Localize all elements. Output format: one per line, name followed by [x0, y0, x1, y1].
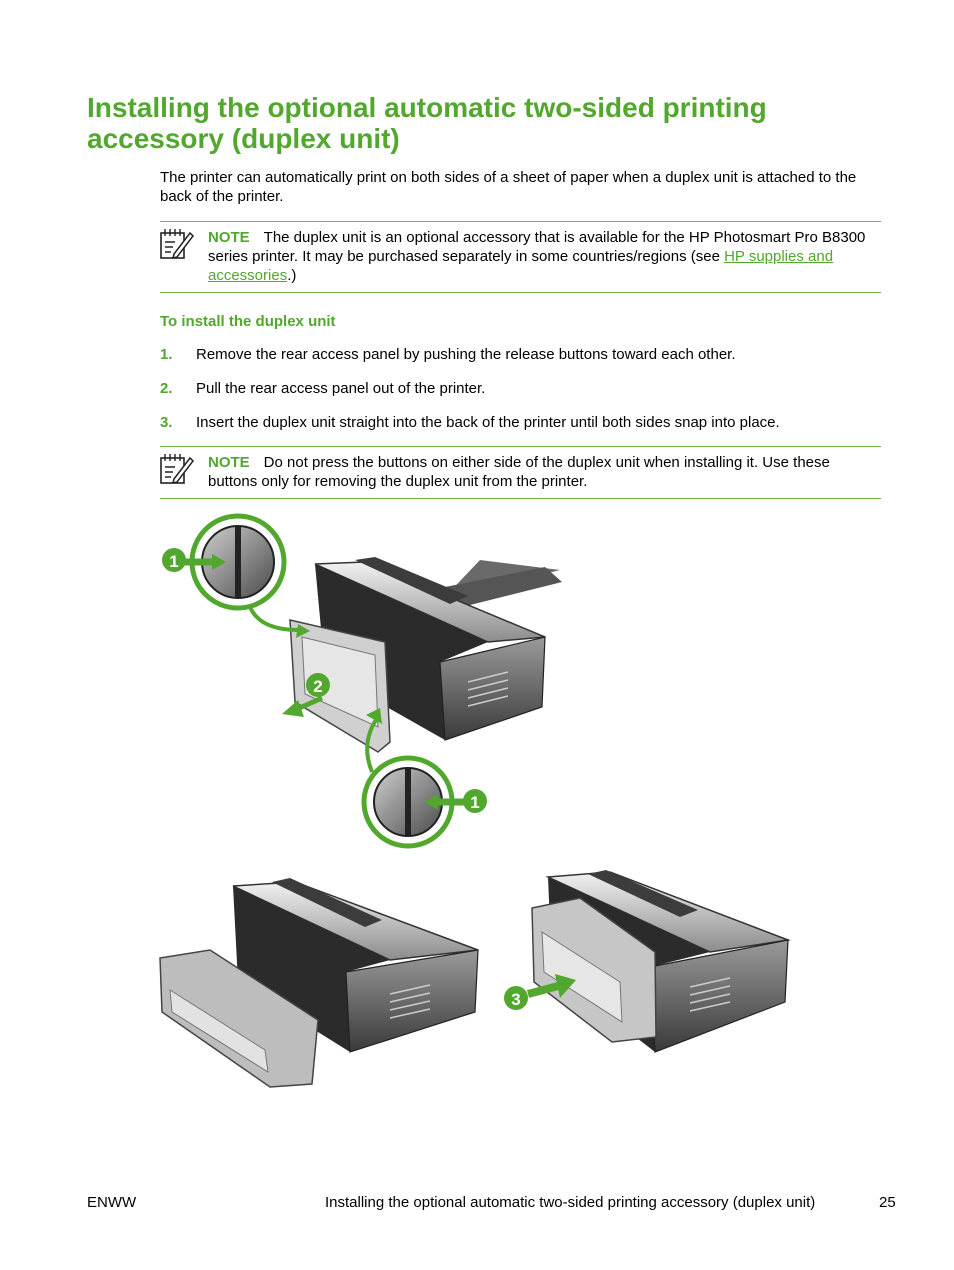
step-text: Remove the rear access panel by pushing … [196, 346, 736, 363]
step-number: 1. [160, 346, 173, 363]
step-text: Pull the rear access panel out of the pr… [196, 380, 486, 397]
steps-list: 1. Remove the rear access panel by pushi… [160, 345, 885, 447]
note-text-end: .) [287, 267, 297, 284]
footer-running-title: Installing the optional automatic two-si… [325, 1194, 816, 1211]
callout-number: 1 [169, 552, 178, 571]
release-button-zoom-top [162, 513, 310, 638]
list-item: 1. Remove the rear access panel by pushi… [160, 345, 885, 379]
release-button-zoom-bottom [361, 708, 487, 849]
note-icon [160, 229, 194, 260]
step-number: 2. [160, 380, 173, 397]
step-number: 3. [160, 414, 173, 431]
page-number: 25 [879, 1194, 896, 1211]
printer-rear-panel-removal [289, 557, 562, 753]
list-item: 3. Insert the duplex unit straight into … [160, 413, 885, 447]
printer-with-duplex-unit-installed [504, 870, 791, 1053]
note-label: NOTE [208, 454, 250, 471]
procedure-heading: To install the duplex unit [160, 313, 336, 330]
note-text: Do not press the buttons on either side … [208, 454, 830, 490]
step-text: Insert the duplex unit straight into the… [196, 414, 780, 431]
duplex-installation-illustration: 1 2 1 3 [159, 513, 791, 1088]
callout-number: 2 [313, 677, 322, 696]
note-label: NOTE [208, 229, 250, 246]
callout-number: 3 [511, 990, 520, 1009]
footer-left: ENWW [87, 1194, 137, 1211]
hp-supplies-link[interactable]: HP supplies and accessories [208, 248, 834, 284]
page-title: Installing the optional automatic two-si… [87, 92, 767, 154]
note-text: The duplex unit is an optional accessory… [208, 229, 866, 265]
note-icon [160, 454, 194, 485]
printer-with-duplex-unit-removed [159, 878, 479, 1088]
list-item: 2. Pull the rear access panel out of the… [160, 379, 885, 413]
intro-paragraph: The printer can automatically print on b… [160, 169, 857, 205]
callout-number: 1 [470, 793, 479, 812]
pull-panel-arrow [282, 673, 330, 717]
